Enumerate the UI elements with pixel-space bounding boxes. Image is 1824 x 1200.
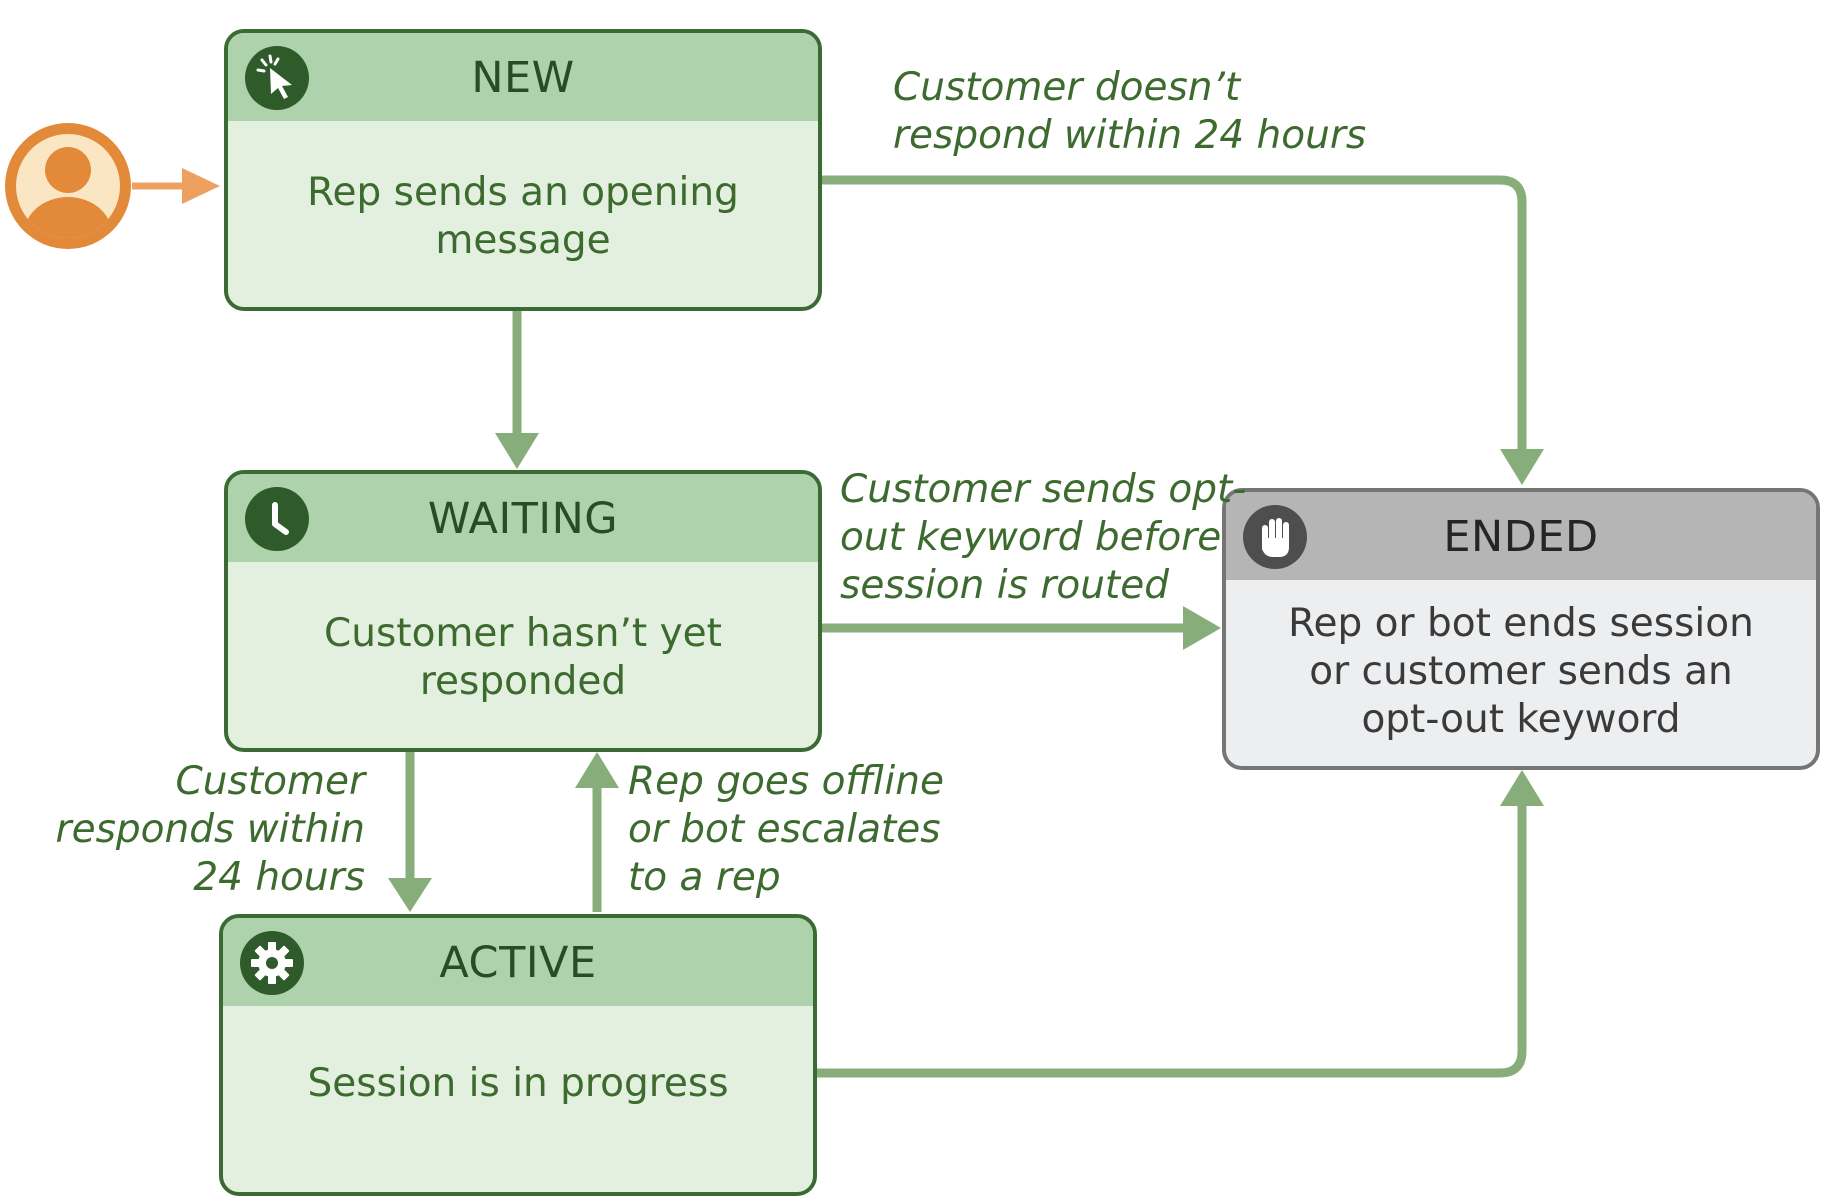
state-waiting-description-line: Customer hasn’t yet xyxy=(324,611,722,656)
state-ended-header xyxy=(1226,492,1816,580)
arrow-new-to-ended xyxy=(822,175,1527,450)
start-arrowhead xyxy=(182,168,220,204)
state-new-description-line: message xyxy=(435,218,611,263)
transition-label-line: Customer doesn’t xyxy=(893,65,1241,110)
transition-label-waiting-to-ended: Customer sends opt- out keyword before s… xyxy=(840,466,1246,610)
transition-label-line: Rep goes offline xyxy=(628,759,944,804)
transition-label-line: or bot escalates xyxy=(628,807,941,852)
state-ended: ENDED Rep or bot ends session or custome… xyxy=(1222,488,1820,770)
arrowhead-waiting-to-active xyxy=(388,878,432,912)
transition-label-line: Customer sends opt- xyxy=(840,467,1247,512)
transition-label-line: out keyword before xyxy=(840,515,1222,560)
arrowhead-active-to-waiting xyxy=(575,752,619,788)
state-active: ACTIVE Session is in progress xyxy=(219,914,817,1196)
transition-label-new-to-ended: Customer doesn’t respond within 24 hours xyxy=(893,64,1366,160)
state-ended-description-line: or customer sends an xyxy=(1309,649,1733,694)
arrowhead-active-to-ended xyxy=(1500,770,1544,806)
transition-label-waiting-to-active: Customer responds within 24 hours xyxy=(56,758,365,902)
state-waiting-title: WAITING xyxy=(427,494,619,544)
arrowhead-new-to-ended xyxy=(1500,449,1544,485)
cursor-click-icon xyxy=(245,46,309,110)
state-ended-title: ENDED xyxy=(1443,512,1599,562)
state-new-description-line: Rep sends an opening xyxy=(307,170,739,215)
state-new-description: Rep sends an opening message xyxy=(258,169,788,265)
transition-label-line: Customer xyxy=(175,759,365,804)
state-waiting: WAITING Customer hasn’t yet responded xyxy=(224,470,822,752)
state-waiting-description: Customer hasn’t yet responded xyxy=(258,610,788,706)
state-ended-description-line: Rep or bot ends session xyxy=(1288,601,1754,646)
state-active-header xyxy=(223,918,813,1006)
state-ended-description: Rep or bot ends session or customer send… xyxy=(1256,600,1786,744)
state-waiting-header xyxy=(228,474,818,562)
hand-stop-icon xyxy=(1243,505,1307,569)
arrow-active-to-ended xyxy=(815,806,1527,1078)
state-ended-description-line: opt-out keyword xyxy=(1361,697,1681,742)
state-active-description-line: Session is in progress xyxy=(307,1061,729,1106)
clock-icon xyxy=(245,487,309,551)
state-new-title: NEW xyxy=(471,53,575,103)
user-avatar-icon xyxy=(5,123,131,249)
transition-label-active-to-waiting: Rep goes offline or bot escalates to a r… xyxy=(628,758,944,902)
state-waiting-description-line: responded xyxy=(419,659,627,704)
transition-label-line: respond within 24 hours xyxy=(893,113,1367,158)
transition-label-line: session is routed xyxy=(840,563,1169,608)
arrowhead-new-to-waiting xyxy=(495,433,539,469)
arrowhead-waiting-to-ended xyxy=(1183,606,1221,650)
state-active-description: Session is in progress xyxy=(253,1060,783,1108)
gear-icon xyxy=(240,931,304,995)
state-active-title: ACTIVE xyxy=(439,938,597,988)
transition-label-line: 24 hours xyxy=(193,855,365,900)
state-new-header xyxy=(228,33,818,121)
transition-label-line: responds within xyxy=(55,807,365,852)
state-new: NEW Rep sends an opening message xyxy=(224,29,822,311)
transition-label-line: to a rep xyxy=(628,855,781,900)
